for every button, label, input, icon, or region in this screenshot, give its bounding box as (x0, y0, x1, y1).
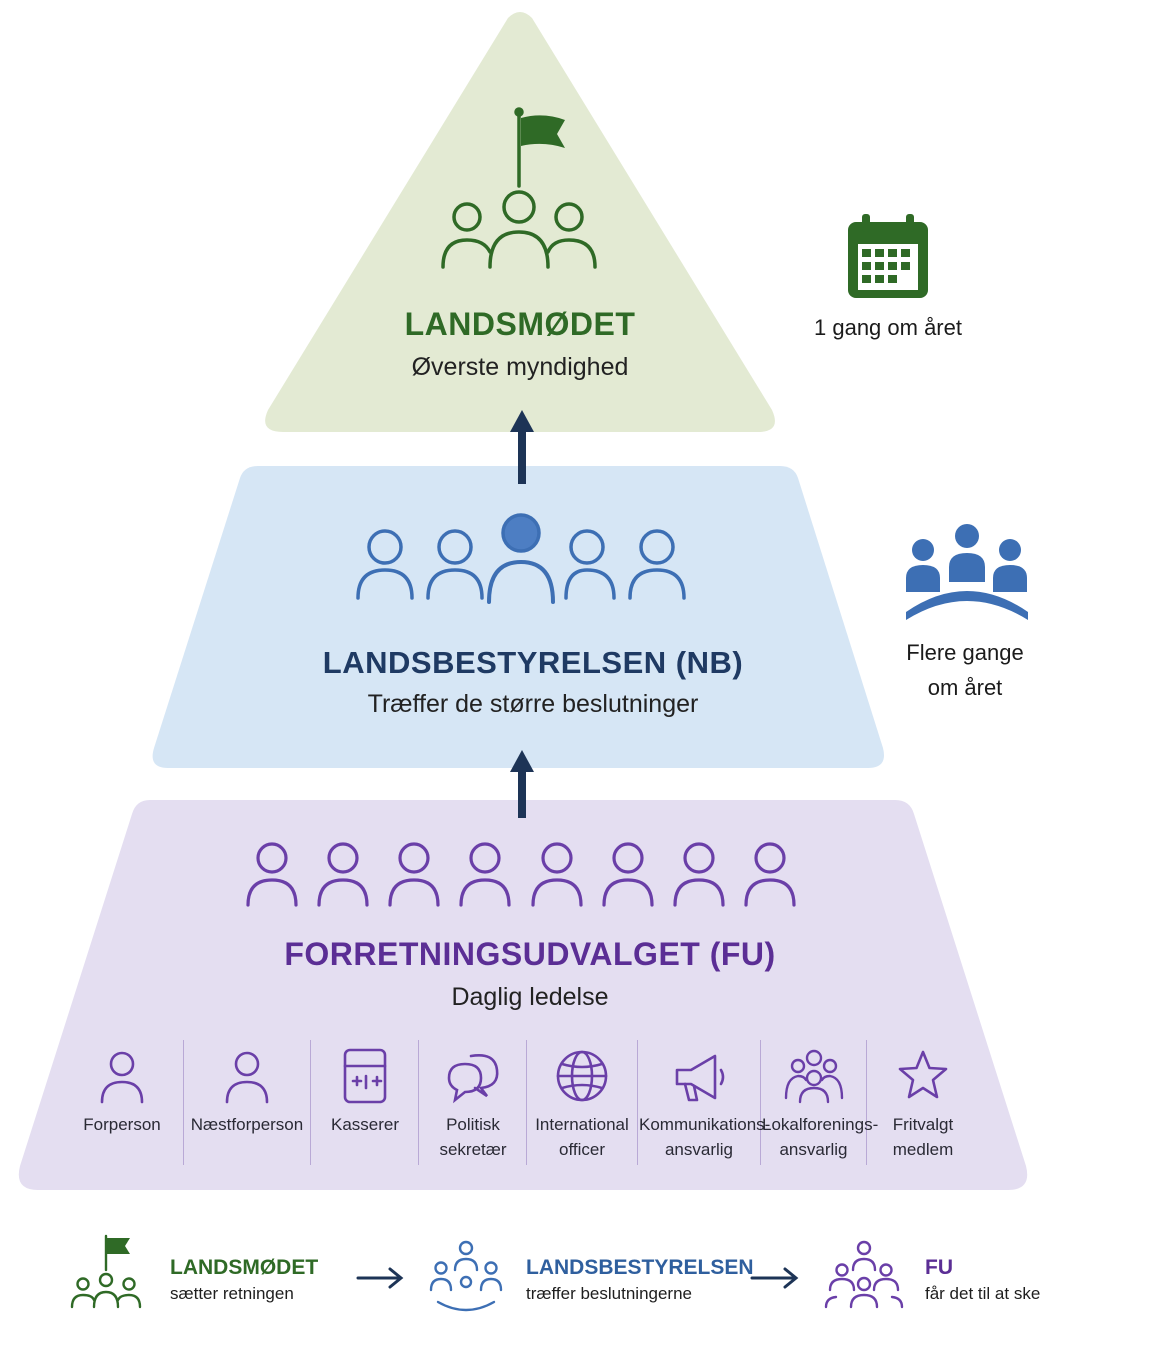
calendar-icon (848, 214, 928, 298)
group-icon (784, 1049, 843, 1104)
legend-title: LANDSMØDET (170, 1256, 319, 1279)
committee-members-icon (246, 842, 796, 907)
legend-item-landsmodet: LANDSMØDET sætter retningen (170, 1256, 318, 1304)
role-kasserer: Kasserer (313, 1040, 417, 1165)
middle-tier-frequency-line2: om året (927, 675, 1003, 700)
role-divider (526, 1040, 527, 1165)
role-label: Næstforperson (190, 1115, 304, 1134)
arrow-up-icon (510, 750, 534, 818)
pyramid-bottom-tier (18, 800, 1028, 1190)
role-kommunikationsansvarlig: Kommunikations-ansvarlig (639, 1040, 771, 1165)
top-tier-title: LANDSMØDET (404, 306, 636, 342)
arrow-right-icon (750, 1267, 799, 1289)
role-forperson: Forperson (62, 1040, 182, 1165)
legend-item-fu: FU får det til at ske (925, 1256, 1040, 1304)
flag-group-icon (441, 107, 597, 269)
role-naestforperson: Næstforperson (186, 1040, 308, 1165)
bottom-tier-subtitle: Daglig ledelse (451, 983, 609, 1011)
calculator-icon (343, 1048, 387, 1104)
role-divider (183, 1040, 184, 1165)
legend-title: LANDSBESTYRELSEN (526, 1256, 754, 1279)
megaphone-icon (675, 1054, 725, 1102)
globe-icon (556, 1050, 608, 1102)
meeting-icon (906, 524, 1028, 620)
legend-board-icon (429, 1240, 503, 1312)
legend-item-landsbestyrelsen: LANDSBESTYRELSEN træffer beslutningerne (526, 1256, 754, 1304)
role-divider (760, 1040, 761, 1165)
top-tier-subtitle: Øverste myndighed (411, 353, 629, 381)
top-tier-frequency: 1 gang om året (814, 315, 962, 340)
role-label: Kasserer (330, 1115, 400, 1134)
star-icon (898, 1050, 948, 1099)
middle-tier-frequency: Flere gange om året (880, 635, 1050, 705)
person-icon (225, 1051, 269, 1104)
person-icon (100, 1051, 144, 1104)
middle-tier-title: LANDSBESTYRELSEN (NB) (322, 645, 744, 680)
role-label: Lokalforenings-ansvarlig (762, 1115, 879, 1159)
legend-subtitle: sætter retningen (170, 1284, 294, 1303)
middle-tier-subtitle: Træffer de større beslutninger (367, 690, 699, 718)
legend-subtitle: træffer beslutningerne (526, 1284, 693, 1303)
bottom-tier-title: FORRETNINGSUDVALGET (FU) (284, 936, 776, 972)
legend-committee-icon (824, 1240, 904, 1309)
legend-flag-group-icon (70, 1234, 142, 1309)
legend-subtitle: får det til at ske (925, 1284, 1041, 1303)
role-divider (637, 1040, 638, 1165)
arrow-up-icon (510, 410, 534, 484)
role-label: Kommunikations-ansvarlig (639, 1115, 771, 1159)
arrow-right-icon (356, 1267, 404, 1289)
pyramid-middle-tier (152, 466, 885, 768)
legend-title: FU (925, 1256, 953, 1279)
role-lokalforeningsansvarlig: Lokalforenings-ansvarlig (762, 1040, 879, 1165)
role-divider (418, 1040, 419, 1165)
role-divider (866, 1040, 867, 1165)
board-members-icon (356, 513, 686, 604)
speech-bubbles-icon (447, 1054, 499, 1104)
role-label: Forperson (83, 1115, 161, 1134)
role-divider (310, 1040, 311, 1165)
middle-tier-frequency-line1: Flere gange (906, 640, 1024, 665)
